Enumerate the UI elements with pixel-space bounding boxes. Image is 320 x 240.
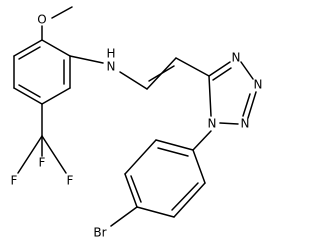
bond-vinyl-tetrazole — [175, 57, 210, 77]
bond-n1-phenyl — [192, 130, 212, 151]
bond-ring2-e — [173, 182, 206, 218]
amine-hydrogen-label: H — [106, 47, 115, 61]
bond-ring1-d-inner — [18, 84, 41, 98]
fluorine-left-label: F — [11, 174, 18, 188]
bond-methyl-o — [51, 6, 73, 19]
bond-c-f-left — [17, 135, 43, 174]
bond-ring1-c — [41, 87, 71, 105]
bond-ring2-a-inner — [157, 147, 189, 157]
bond-ring1-f-inner — [18, 46, 41, 60]
chemical-structure-diagram: O N H N N N N F F F Br — [11, 6, 263, 240]
structure-canvas: O N H N N N N F F F Br — [11, 6, 263, 240]
bond-ring2-a — [155, 139, 194, 151]
bond-ring-br — [110, 206, 138, 227]
bond-ring2-f — [192, 149, 206, 184]
bromine-label: Br — [93, 226, 106, 240]
bond-tz-n1-c — [208, 75, 212, 117]
bond-tz-n2-n1 — [219, 122, 239, 125]
bond-vinyl-double-b — [148, 65, 175, 82]
bond-ring2-c-inner — [130, 175, 142, 203]
bond-tz-c-n4-inner — [212, 67, 232, 81]
bond-ring2-b — [124, 139, 157, 175]
tetrazole-n4-label: N — [232, 51, 241, 65]
bond-ring1-f — [13, 39, 43, 57]
bond-ring1-d — [13, 87, 43, 105]
bond-ring1-a — [41, 39, 71, 57]
tetrazole-n1-label: N — [208, 117, 217, 131]
bond-n-vinyl — [119, 71, 148, 90]
bond-ring2-d — [136, 206, 175, 218]
amine-nitrogen-label: N — [107, 60, 116, 74]
tetrazole-n3-label: N — [254, 78, 263, 92]
bond-ring-n — [69, 55, 104, 64]
bond-tz-c-n4 — [208, 61, 231, 77]
bond-tz-n4-n3 — [240, 61, 254, 80]
fluorine-bottom-label: F — [67, 174, 74, 188]
fluorine-top-label: F — [39, 156, 46, 170]
bond-c-f-bottom — [41, 135, 67, 174]
tetrazole-n2-label: N — [241, 117, 250, 131]
bond-ring2-c — [124, 173, 138, 208]
methoxy-oxygen-label: O — [37, 13, 46, 27]
bond-tz-n3-n2 — [247, 91, 257, 119]
bond-tz-n3-n2-inner — [242, 93, 251, 117]
bond-ring2-e-inner — [171, 182, 199, 211]
